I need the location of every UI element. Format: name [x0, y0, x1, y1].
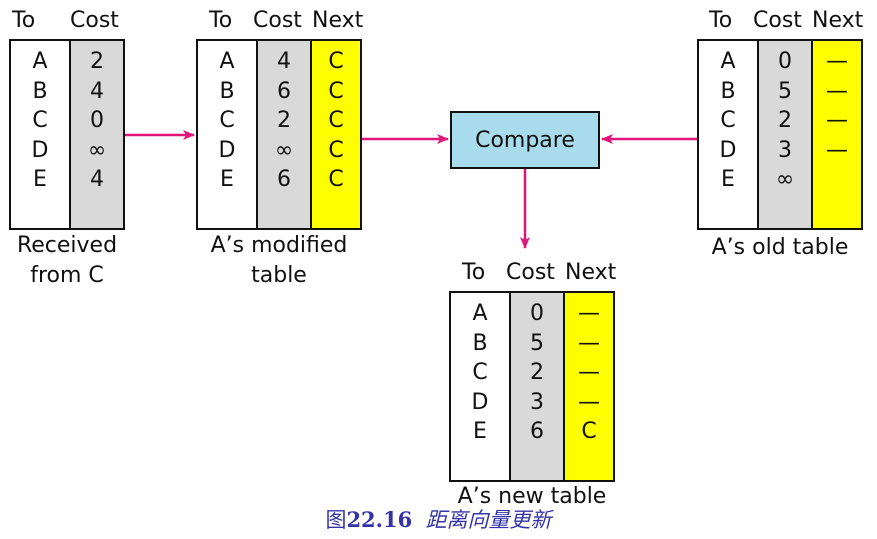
old-to-column: A B C D E — [699, 41, 757, 228]
modified-label-line2: table — [251, 263, 307, 288]
received-to-column: A B C D E — [11, 41, 69, 228]
old-cost-cell: 0 — [778, 49, 792, 75]
modified-label: A’s modified table — [196, 231, 362, 291]
modified-to-cell: C — [219, 108, 235, 134]
old-next-cell: — — [826, 78, 848, 104]
received-header-to: To — [12, 8, 36, 33]
received-to-cell: C — [32, 108, 48, 134]
new-to-cell: E — [473, 419, 487, 445]
compare-box: Compare — [450, 111, 600, 169]
modified-header-to: To — [209, 8, 233, 33]
modified-next-cell: C — [328, 78, 344, 104]
new-cost-cell: 6 — [530, 419, 544, 445]
compare-label: Compare — [475, 127, 575, 153]
new-to-cell: D — [471, 389, 489, 415]
modified-to-cell: B — [219, 78, 235, 104]
new-to-cell: A — [472, 301, 488, 327]
old-to-cell: D — [719, 137, 737, 163]
received-cost-cell: 4 — [90, 167, 104, 193]
old-header-to: To — [709, 8, 733, 33]
received-to-cell: B — [32, 78, 48, 104]
modified-cost-cell: 4 — [277, 49, 291, 75]
old-table: A B C D E 0 5 2 3 ∞ — — — — — [697, 39, 863, 230]
new-header-next: Next — [565, 260, 617, 285]
new-next-cell: — — [578, 360, 600, 386]
modified-to-column: A B C D E — [198, 41, 256, 228]
new-next-cell: — — [578, 389, 600, 415]
received-label: Received from C — [9, 231, 125, 291]
new-header-cost: Cost — [506, 260, 555, 285]
new-cost-column: 0 5 2 3 6 — [509, 293, 563, 480]
old-next-column: — — — — — [811, 41, 861, 228]
received-cost-cell: 0 — [90, 108, 104, 134]
received-cost-cell: ∞ — [87, 137, 107, 163]
modified-cost-cell: 6 — [277, 78, 291, 104]
figure-caption: 图22.16 距离向量更新 — [0, 504, 877, 534]
caption-number: 22.16 — [346, 507, 413, 532]
new-label: A’s new table — [457, 484, 607, 509]
received-cost-column: 2 4 0 ∞ 4 — [69, 41, 123, 228]
new-header-to: To — [462, 260, 486, 285]
caption-prefix: 图 — [325, 508, 347, 532]
old-header-next: Next — [812, 8, 864, 33]
modified-cost-cell: ∞ — [274, 137, 294, 163]
received-label-line1: Received — [16, 233, 118, 258]
old-to-cell: E — [721, 167, 735, 193]
received-to-cell: A — [32, 49, 48, 75]
modified-next-column: C C C C C — [310, 41, 360, 228]
modified-next-cell: C — [328, 137, 344, 163]
new-cost-cell: 0 — [530, 301, 544, 327]
new-next-cell: — — [578, 330, 600, 356]
new-to-cell: B — [472, 330, 488, 356]
new-next-column: — — — — C — [563, 293, 613, 480]
new-cost-cell: 5 — [530, 330, 544, 356]
old-next-cell: — — [826, 108, 848, 134]
old-to-cell: C — [720, 108, 736, 134]
caption-text: 距离向量更新 — [425, 508, 552, 532]
old-cost-cell: 5 — [778, 78, 792, 104]
received-header-cost: Cost — [70, 8, 119, 33]
new-cost-cell: 3 — [530, 389, 544, 415]
modified-label-line1: A’s modified — [210, 233, 348, 258]
old-next-cell: — — [826, 49, 848, 75]
old-cost-cell: 2 — [778, 108, 792, 134]
received-table: A B C D E 2 4 0 ∞ 4 — [9, 39, 125, 230]
new-to-cell: C — [472, 360, 488, 386]
modified-to-cell: D — [218, 137, 236, 163]
new-next-cell: — — [578, 301, 600, 327]
old-to-cell: B — [720, 78, 736, 104]
modified-cost-column: 4 6 2 ∞ 6 — [256, 41, 310, 228]
old-header-cost: Cost — [753, 8, 802, 33]
new-cost-cell: 2 — [530, 360, 544, 386]
old-next-cell: — — [826, 137, 848, 163]
old-label: A’s old table — [711, 235, 849, 260]
new-next-cell: C — [581, 419, 597, 445]
new-table: A B C D E 0 5 2 3 6 — — — — C — [449, 291, 615, 482]
modified-header-cost: Cost — [253, 8, 302, 33]
modified-cost-cell: 2 — [277, 108, 291, 134]
new-to-column: A B C D E — [451, 293, 509, 480]
old-cost-cell: 3 — [778, 137, 792, 163]
modified-to-cell: E — [220, 167, 234, 193]
old-cost-cell: ∞ — [775, 167, 795, 193]
modified-next-cell: C — [328, 167, 344, 193]
modified-next-cell: C — [328, 49, 344, 75]
old-to-cell: A — [720, 49, 736, 75]
received-to-cell: D — [31, 137, 49, 163]
modified-to-cell: A — [219, 49, 235, 75]
modified-table: A B C D E 4 6 2 ∞ 6 C C C C C — [196, 39, 362, 230]
received-cost-cell: 2 — [90, 49, 104, 75]
received-to-cell: E — [33, 167, 47, 193]
received-label-line2: from C — [30, 263, 104, 288]
modified-next-cell: C — [328, 108, 344, 134]
received-cost-cell: 4 — [90, 78, 104, 104]
modified-header-next: Next — [312, 8, 364, 33]
old-cost-column: 0 5 2 3 ∞ — [757, 41, 811, 228]
modified-cost-cell: 6 — [277, 167, 291, 193]
